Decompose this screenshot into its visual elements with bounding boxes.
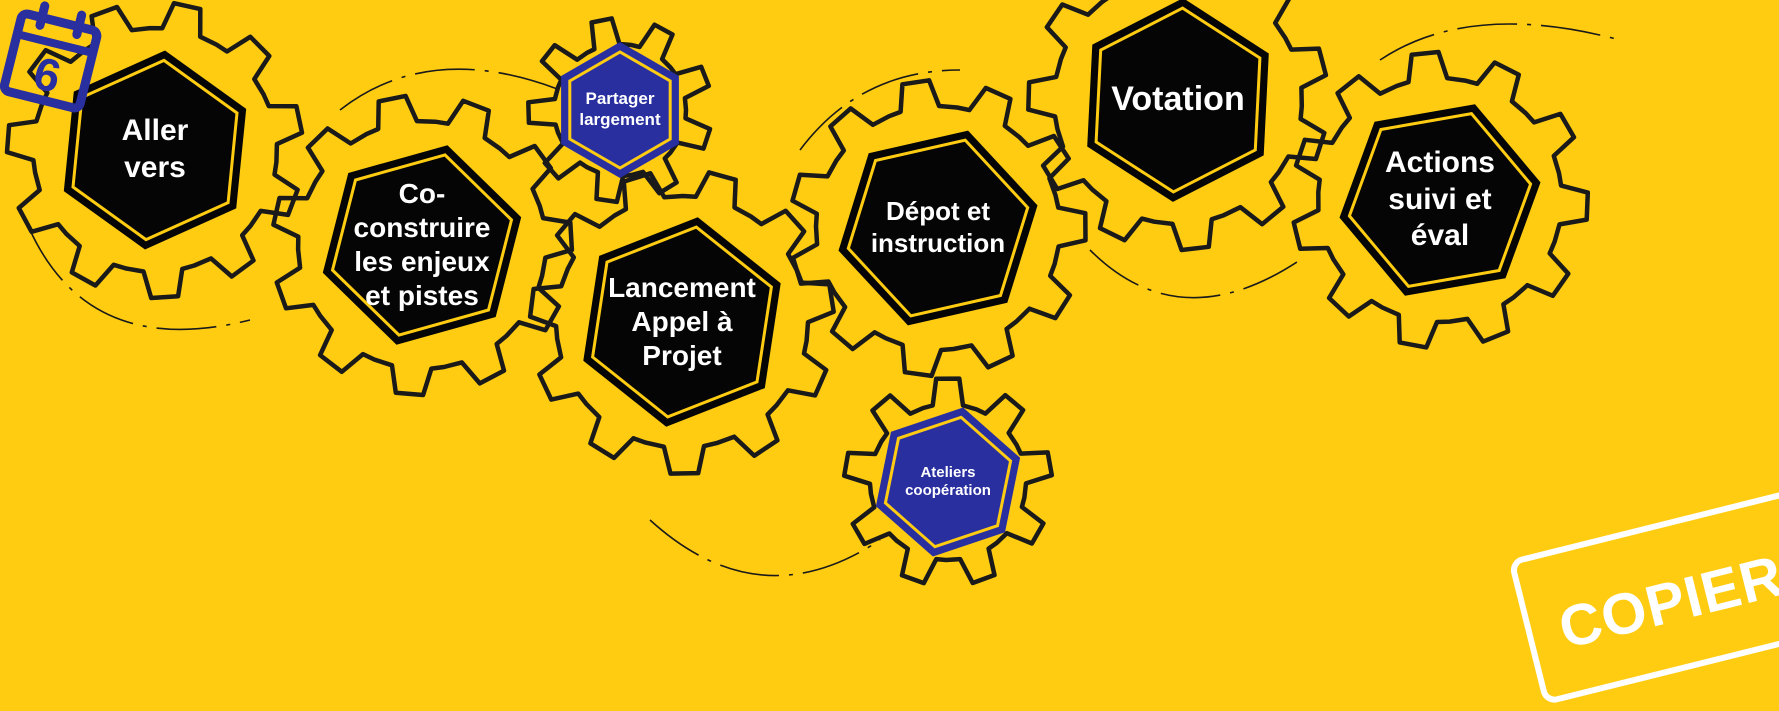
gear-hub [590,225,774,419]
gear-outline [790,78,1088,379]
gear-diagram-canvas [4,0,1621,586]
sketch-arc-6 [1379,23,1621,61]
calendar-number: 6 [29,46,66,103]
calendar-icon: 6 [0,1,102,113]
gear-depot [790,78,1088,379]
gear-outline [4,0,305,301]
gear-hub [568,50,672,170]
gear-co-construire [271,93,575,398]
gear-outline [841,376,1055,586]
sketch-arc-4 [799,69,961,151]
gear-actions [1291,49,1591,350]
gear-hub [330,153,514,337]
gear-outline [1026,0,1329,253]
sketch-arc-3 [649,519,881,577]
gear-outline [271,93,575,398]
gear-partager [526,16,713,205]
gear-ateliers [841,376,1055,586]
sketch-arc-2 [339,68,561,111]
gear-votation [1026,0,1329,253]
sketch-arc-5 [1089,249,1301,299]
gear-lancement [527,170,836,476]
gear-outline [526,16,713,205]
sketch-arc-1 [29,229,251,331]
gear-hub [883,415,1013,549]
gear-aller-vers [4,0,305,301]
gear-hub [1094,6,1262,194]
gear-outline [527,170,836,476]
gear-hub [846,138,1030,318]
gear-outline [1291,49,1591,350]
gear-hub [1347,111,1533,289]
